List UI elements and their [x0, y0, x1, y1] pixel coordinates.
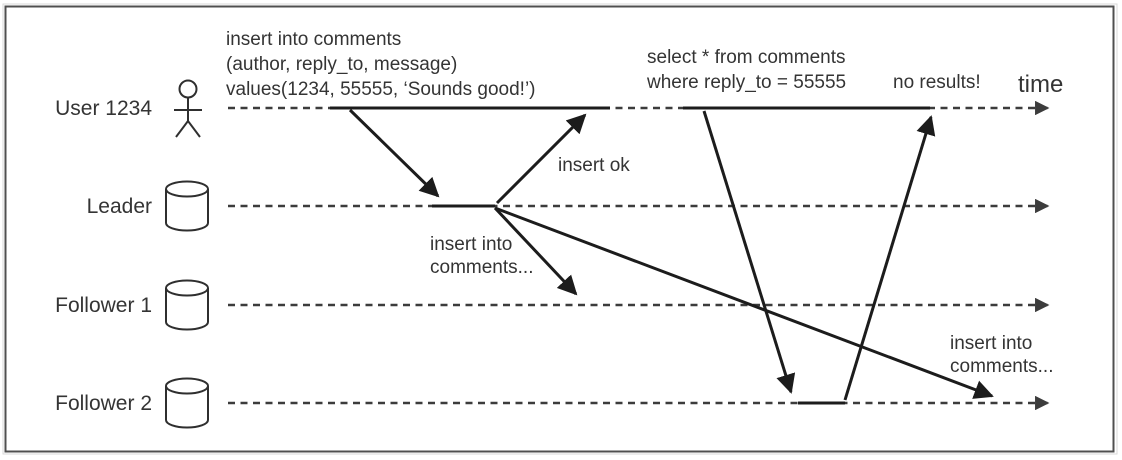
replicate-follower1-line-1: insert into — [430, 234, 512, 255]
replicate-follower1-line-2: comments... — [430, 257, 533, 278]
replicate-follower2-line-2: comments... — [950, 356, 1053, 377]
arrow-replicate-follower2 — [494, 206, 994, 399]
arrow-replicate-follower1 — [493, 206, 578, 296]
insert-query-line-1: insert into comments — [226, 29, 401, 50]
replicate-follower2-label: insert into comments... — [950, 333, 1053, 377]
database-cylinder-icon — [165, 377, 209, 429]
insert-ok-label: insert ok — [558, 155, 630, 176]
select-query-text: select * from comments where reply_to = … — [646, 47, 846, 93]
arrow-no-results — [843, 115, 936, 401]
insert-query-line-3: values(1234, 55555, ‘Sounds good!’) — [226, 79, 536, 100]
select-query-line-2: where reply_to = 55555 — [646, 72, 846, 93]
replicate-follower1-label: insert into comments... — [430, 234, 533, 278]
actor-label-user-1234: User 1234 — [55, 97, 152, 120]
actor-label-follower-1: Follower 1 — [55, 294, 152, 317]
insert-query-text: insert into comments (author, reply_to, … — [226, 29, 536, 100]
database-cylinder-icon — [165, 180, 209, 232]
time-axis-label: time — [1018, 71, 1063, 98]
arrow-insert-to-leader — [348, 108, 440, 198]
replicate-follower2-line-1: insert into — [950, 333, 1032, 354]
no-results-label: no results! — [893, 72, 981, 93]
actor-label-leader: Leader — [87, 195, 152, 218]
arrow-insert-ok — [495, 113, 587, 205]
insert-query-line-2: (author, reply_to, message) — [226, 54, 457, 75]
person-icon — [174, 79, 202, 138]
frame-shadow — [2, 3, 1118, 455]
select-query-line-1: select * from comments — [647, 47, 846, 68]
arrow-select-to-follower2 — [702, 110, 796, 394]
database-cylinder-icon — [165, 279, 209, 331]
actor-label-follower-2: Follower 2 — [55, 392, 152, 415]
